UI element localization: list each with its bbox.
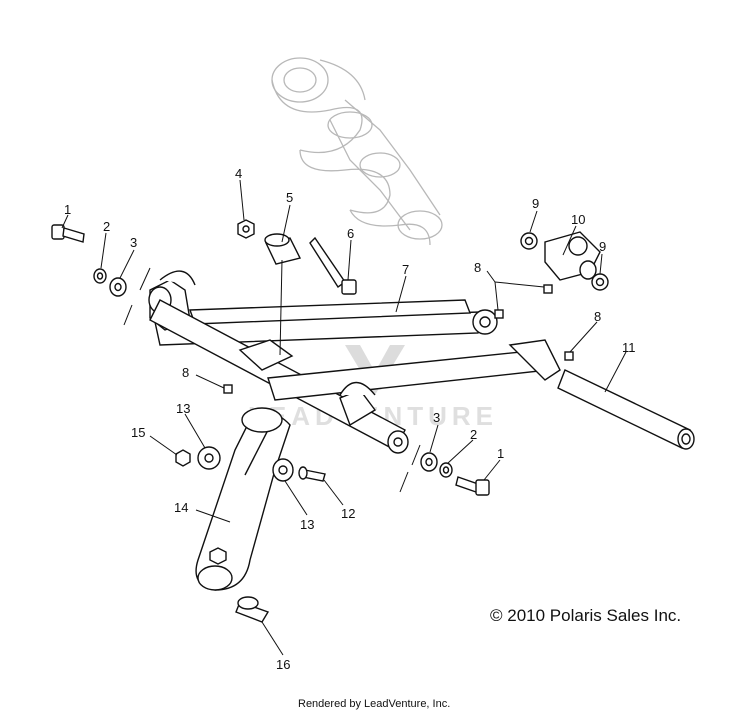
cut-marks bbox=[123, 267, 421, 493]
callout-2-left: 2 bbox=[103, 219, 110, 234]
washer-3-right bbox=[420, 452, 438, 472]
nut-4 bbox=[237, 219, 255, 239]
callouts: 1 2 3 4 5 6 7 8 8 8 9 9 10 11 3 2 1 13 1… bbox=[64, 166, 636, 672]
bushing-16 bbox=[235, 596, 270, 623]
callout-6: 6 bbox=[347, 226, 354, 241]
grease-fitting-8-a bbox=[543, 284, 553, 294]
callout-2-right: 2 bbox=[470, 427, 477, 442]
callout-8-right: 8 bbox=[594, 309, 601, 324]
shock-spring-ghost bbox=[271, 57, 443, 246]
rendered-by-text: Rendered by LeadVenture, Inc. bbox=[298, 698, 450, 710]
callout-5: 5 bbox=[286, 190, 293, 205]
copyright-text: © 2010 Polaris Sales Inc. bbox=[490, 606, 681, 625]
callout-13-top: 13 bbox=[176, 401, 190, 416]
grease-fitting-8-d bbox=[494, 309, 504, 319]
washer-13-right bbox=[272, 458, 294, 482]
callout-16: 16 bbox=[276, 657, 290, 672]
callout-9-right: 9 bbox=[599, 239, 606, 254]
grease-fitting-8-c bbox=[223, 384, 233, 394]
callout-3-left: 3 bbox=[130, 235, 137, 250]
washer-2-left bbox=[93, 268, 107, 284]
callout-14: 14 bbox=[174, 500, 188, 515]
bolt-1-left bbox=[51, 224, 85, 243]
link-14 bbox=[195, 407, 291, 591]
callout-15: 15 bbox=[131, 425, 145, 440]
washer-2-right bbox=[439, 462, 453, 478]
callout-4: 4 bbox=[235, 166, 242, 181]
callout-12: 12 bbox=[341, 506, 355, 521]
nut-15 bbox=[175, 449, 191, 467]
washer-9-left bbox=[520, 232, 538, 250]
tube-11 bbox=[557, 369, 695, 450]
callout-3-right: 3 bbox=[433, 410, 440, 425]
callout-1-right: 1 bbox=[497, 446, 504, 461]
washer-9-right bbox=[591, 273, 609, 291]
washer-3-left bbox=[109, 277, 127, 297]
bolt-12 bbox=[298, 466, 326, 482]
callout-1-left: 1 bbox=[64, 202, 71, 217]
callout-11: 11 bbox=[622, 340, 636, 355]
bolt-6 bbox=[309, 236, 357, 295]
arm-main-tube bbox=[149, 299, 561, 454]
callout-9-top: 9 bbox=[532, 196, 539, 211]
grease-fitting-8-b bbox=[564, 351, 574, 361]
watermark-logo bbox=[345, 345, 405, 395]
callout-8-left: 8 bbox=[182, 365, 189, 380]
callout-8-top: 8 bbox=[474, 260, 481, 275]
washer-13-left bbox=[197, 446, 221, 470]
callout-13-bottom: 13 bbox=[300, 517, 314, 532]
callout-7: 7 bbox=[402, 262, 409, 277]
leader-lines bbox=[61, 179, 627, 656]
callout-10: 10 bbox=[571, 212, 585, 227]
bracket-10 bbox=[544, 231, 601, 281]
bolt-1-right bbox=[455, 476, 490, 496]
